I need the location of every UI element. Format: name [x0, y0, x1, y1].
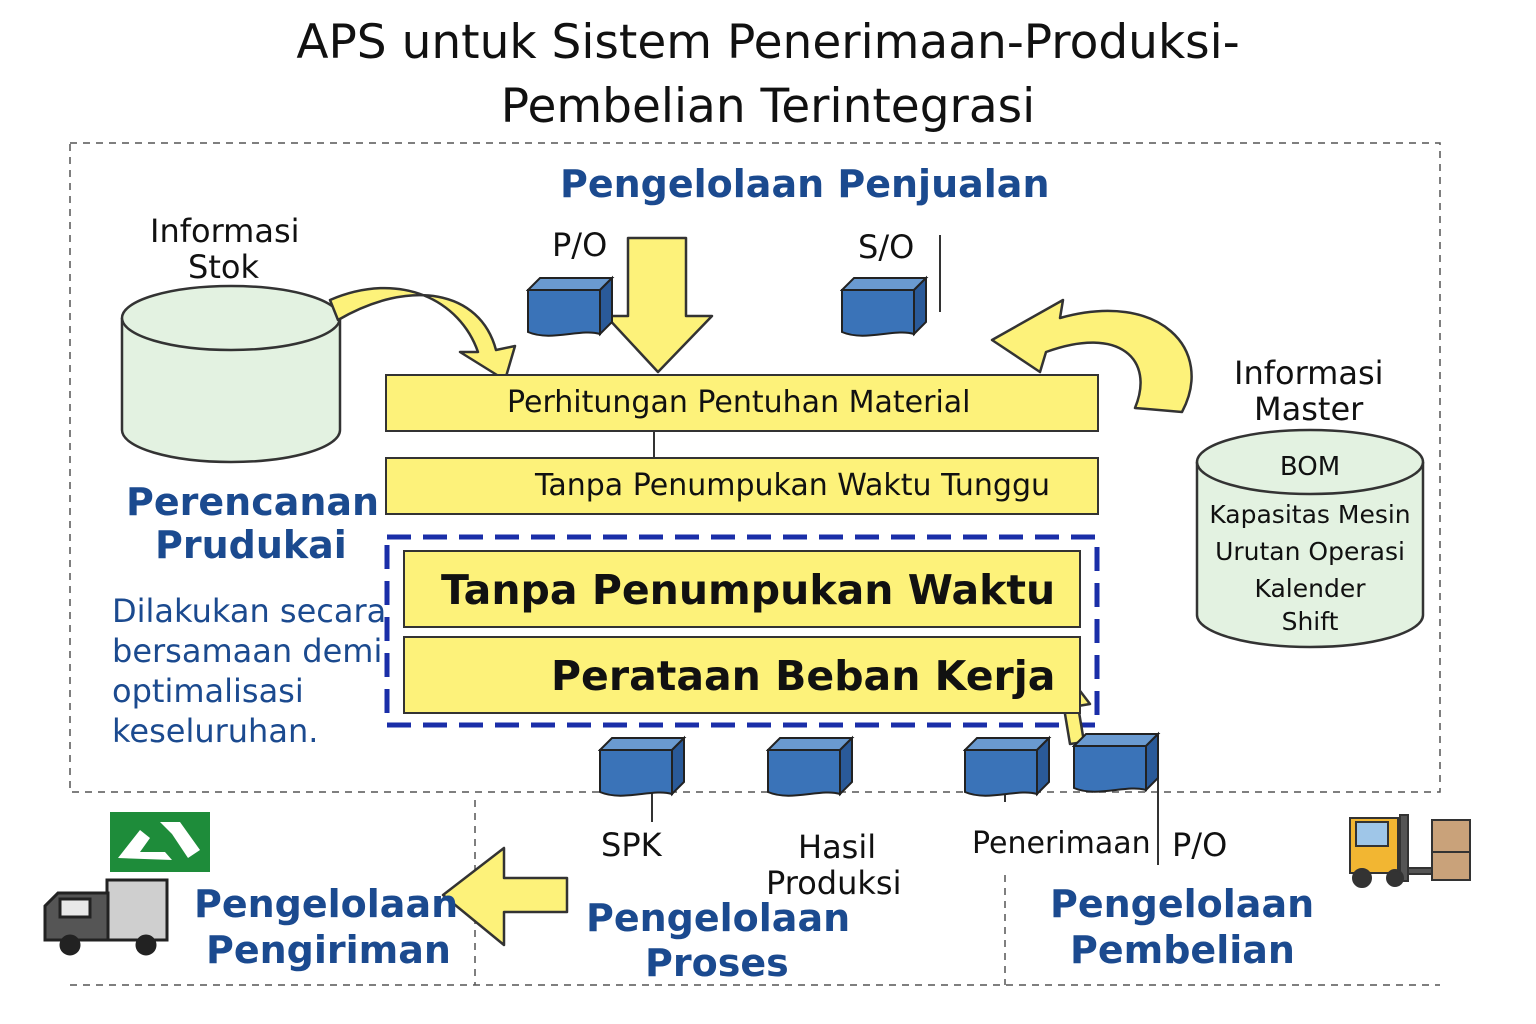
load-leveling-label: Perataan Beban Kerja — [551, 652, 1056, 700]
spk-document-icon — [598, 735, 687, 797]
hasil-produksi-document-icon — [766, 735, 855, 797]
spk-label: SPK — [601, 826, 662, 864]
purchase-po-document-icon — [1072, 731, 1161, 793]
material-calc-box: Perhitungan Pentuhan Material — [385, 374, 1099, 432]
no-accumulation-box: Tanpa Penumpukan Waktu — [403, 550, 1081, 628]
master-label-line-2: Master — [1254, 390, 1364, 428]
master-item-capacity: Kapasitas Mesin — [1209, 500, 1411, 529]
shipping-heading-line-2: Pengiriman — [206, 928, 451, 972]
master-item-bom: BOM — [1279, 452, 1341, 482]
penerimaan-document-icon — [963, 735, 1052, 797]
purchase-po-label: P/O — [1172, 826, 1228, 864]
recycle-boxes-icon — [110, 812, 210, 872]
master-curved-arrow — [990, 298, 1193, 414]
master-item-shift: Shift — [1281, 607, 1339, 636]
planning-desc-line-3: optimalisasi — [112, 672, 304, 710]
focus-dashed-frame — [384, 534, 1100, 728]
no-wait-label: Tanpa Penumpukan Waktu Tunggu — [535, 468, 1050, 503]
title-line-2: Pembelian Terintegrasi — [500, 79, 1036, 134]
truck-icon — [43, 878, 169, 956]
planning-heading-line-2: Prudukai — [155, 523, 347, 567]
sales-so-label: S/O — [858, 228, 915, 266]
planning-heading-line-1: Perencanan — [126, 480, 380, 524]
material-calc-label: Perhitungan Pentuhan Material — [507, 385, 971, 420]
process-heading-line-1: Pengelolaan — [586, 896, 851, 940]
no-accumulation-label: Tanpa Penumpukan Waktu — [441, 566, 1056, 614]
down-arrow — [604, 236, 714, 374]
master-item-operation-order: Urutan Operasi — [1215, 537, 1405, 566]
shipping-heading-line-1: Pengelolaan — [194, 882, 459, 926]
master-item-calendar: Kalender — [1254, 574, 1366, 603]
sales-heading: Pengelolaan Penjualan — [560, 162, 1050, 206]
purchase-heading-line-2: Pembelian — [1070, 928, 1295, 972]
stock-label-line-2: Stok — [188, 248, 259, 286]
so-document-icon — [840, 275, 929, 337]
planning-desc-line-4: keseluruhan. — [112, 712, 319, 750]
planning-desc-line-1: Dilakukan secara — [112, 592, 387, 630]
left-arrow — [441, 846, 569, 947]
master-label-line-1: Informasi — [1234, 354, 1384, 392]
hasil-label-line-1: Hasil — [798, 828, 877, 866]
purchase-heading-line-1: Pengelolaan — [1050, 882, 1315, 926]
hasil-label-line-2: Produksi — [766, 864, 902, 902]
stock-label-line-1: Informasi — [150, 212, 300, 250]
process-heading-line-2: Proses — [645, 941, 789, 985]
forklift-icon — [1349, 814, 1471, 888]
stock-curved-arrow — [328, 286, 517, 382]
no-wait-box: Tanpa Penumpukan Waktu Tunggu — [385, 457, 1099, 515]
penerimaan-label: Penerimaan — [972, 826, 1151, 861]
planning-desc-line-2: bersamaan demi — [112, 632, 383, 670]
stock-database-icon — [120, 284, 342, 464]
sales-po-label: P/O — [552, 226, 608, 264]
po-document-icon — [526, 275, 615, 337]
title-line-1: APS untuk Sistem Penerimaan-Produksi- — [296, 15, 1240, 70]
load-leveling-box: Perataan Beban Kerja — [403, 636, 1081, 714]
master-database-icon — [1195, 428, 1425, 649]
